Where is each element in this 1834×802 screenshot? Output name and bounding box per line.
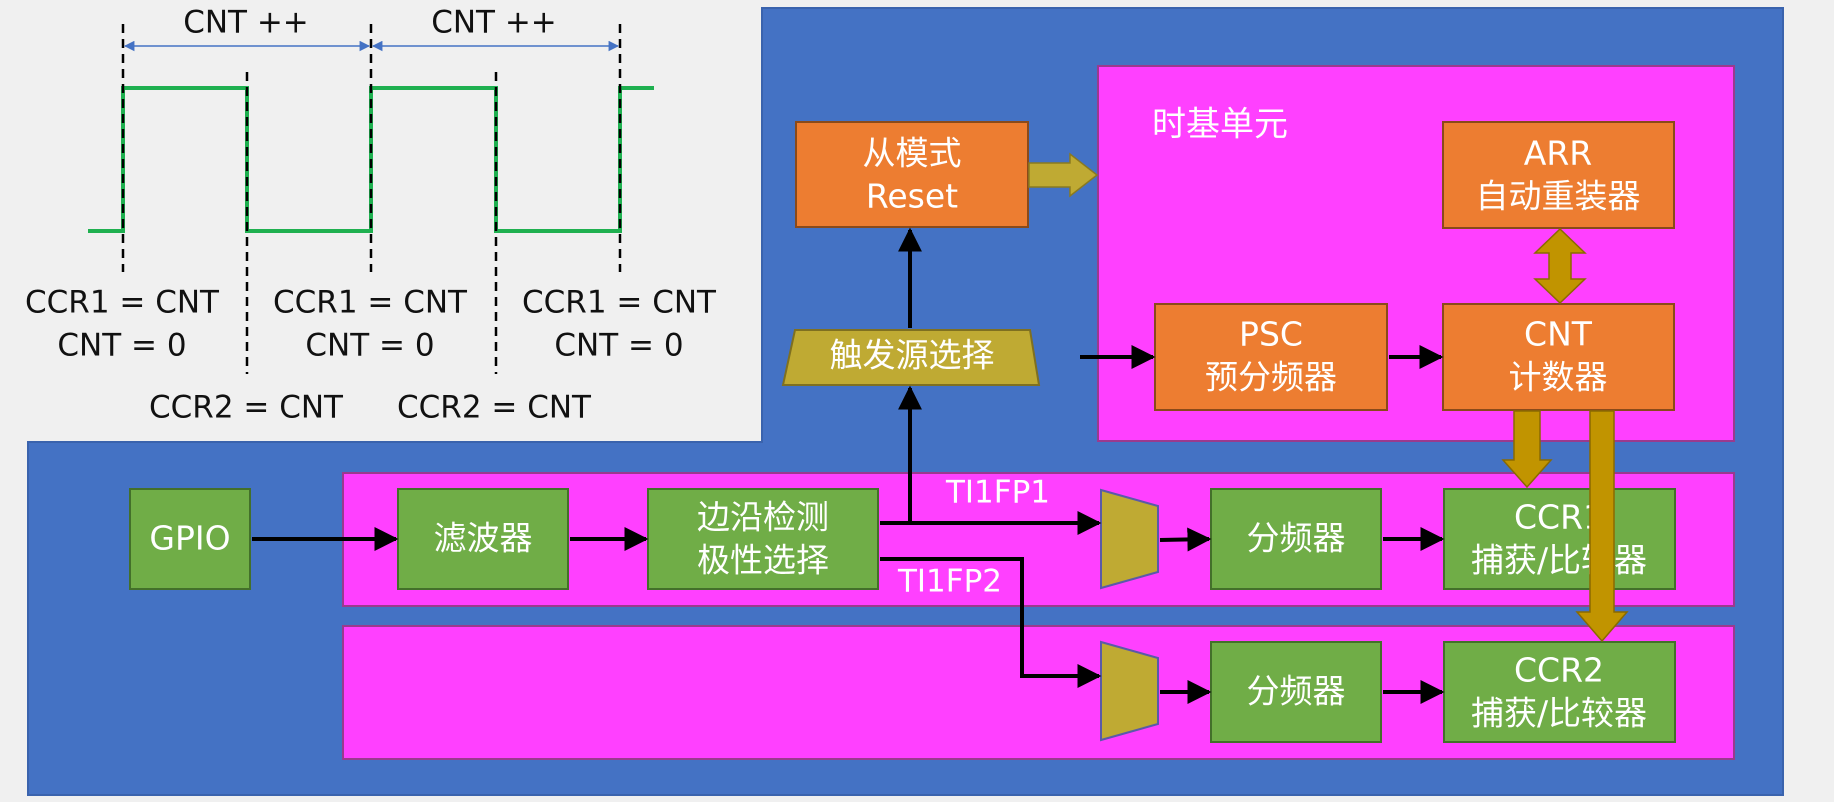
ccr2-block	[1443, 641, 1676, 743]
ch1-divider-label: 分频器	[1247, 519, 1346, 558]
ccr2-line2: 捕获/比较器	[1471, 694, 1647, 733]
rising-edge-label: CNT = 0	[554, 328, 683, 364]
cnt-line1: CNT	[1524, 315, 1593, 354]
falling-edge-label: CCR2 = CNT	[149, 390, 344, 426]
psc-line1: PSC	[1239, 315, 1303, 354]
ccr1-line1: CCR1	[1514, 498, 1604, 537]
cnt-block	[1442, 303, 1675, 411]
edge-detect-line2: 极性选择	[697, 541, 829, 580]
arr-block	[1442, 121, 1675, 229]
slave-mode-line2: Reset	[866, 177, 958, 216]
gpio-block	[129, 488, 251, 590]
cnt-to-ccr1-arrow	[1501, 410, 1553, 489]
trigger-select-block	[781, 329, 1041, 386]
arr-cnt-double-arrow	[1533, 227, 1587, 305]
ch2-mux	[1100, 640, 1159, 742]
slave-to-timebase-arrow	[1028, 152, 1099, 198]
ti1fp2-label: TI1FP2	[897, 564, 1002, 600]
ti1fp1-label: TI1FP1	[945, 475, 1050, 511]
edge-detect-line1: 边沿检测	[697, 498, 829, 537]
psc-line2: 预分频器	[1205, 358, 1337, 397]
rising-edge-label: CNT = 0	[305, 328, 434, 364]
time-base-title: 时基单元	[1152, 105, 1288, 145]
arr-line1: ARR	[1524, 134, 1592, 173]
slave-mode-line1: 从模式	[863, 134, 962, 173]
gpio-label: GPIO	[149, 519, 230, 558]
edge-detect-block	[647, 488, 879, 590]
rising-edge-label: CCR1 = CNT	[273, 285, 468, 321]
rising-edge-label: CCR1 = CNT	[522, 285, 717, 321]
slave-mode-block	[795, 121, 1029, 228]
signal-lines	[252, 227, 1445, 704]
psc-block	[1154, 303, 1388, 411]
ch1-mux	[1100, 488, 1159, 590]
period-label: CNT ++	[431, 5, 557, 41]
ch2-divider-block	[1210, 641, 1382, 743]
ccr1-line2: 捕获/比较器	[1471, 541, 1647, 580]
edge-markers	[121, 24, 622, 374]
waveform-area: CNT ++ CNT ++ CCR1 = CNT CNT = 0 CCR1 = …	[25, 5, 717, 426]
rising-edge-label: CNT = 0	[57, 328, 186, 364]
cnt-to-ccr2-arrow	[1575, 410, 1629, 643]
trigger-select-label: 触发源选择	[830, 336, 995, 375]
rising-edge-label: CCR1 = CNT	[25, 285, 220, 321]
arr-line2: 自动重装器	[1476, 177, 1641, 216]
filter-label: 滤波器	[434, 519, 533, 558]
ch1-divider-block	[1210, 488, 1382, 590]
period-label: CNT ++	[183, 5, 309, 41]
cnt-line2: 计数器	[1509, 358, 1608, 397]
ccr2-line1: CCR2	[1514, 651, 1604, 690]
ccr1-block	[1443, 488, 1676, 590]
ch2-divider-label: 分频器	[1247, 672, 1346, 711]
falling-edge-label: CCR2 = CNT	[397, 390, 592, 426]
filter-block	[397, 488, 569, 590]
